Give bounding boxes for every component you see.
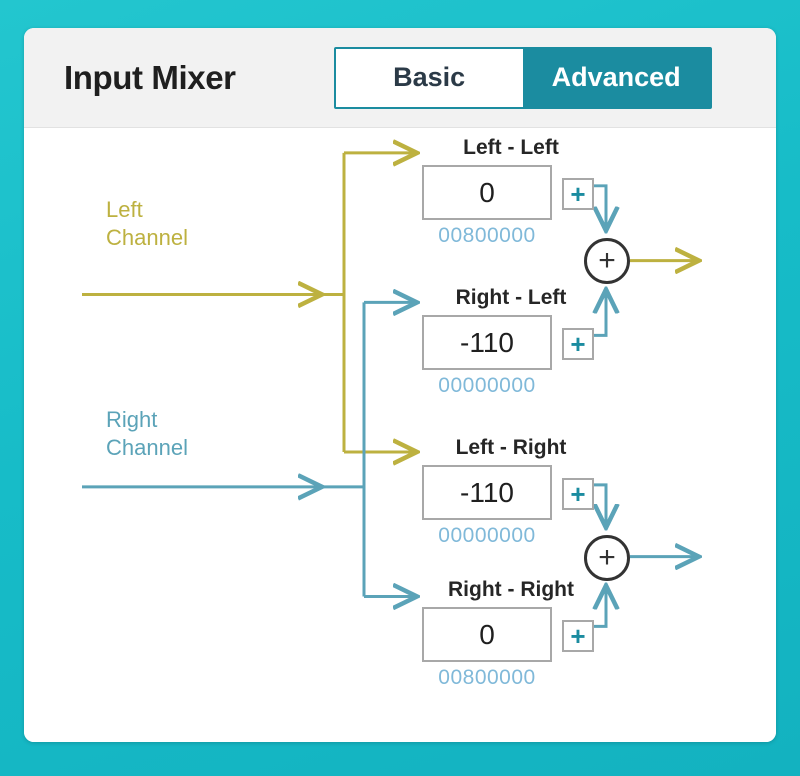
gain-input-right-right[interactable]: 0 — [422, 607, 552, 662]
hex-value-right-left: 00000000 — [438, 374, 536, 397]
label-left-channel: Left Channel — [106, 197, 188, 251]
input-mixer-card: Input Mixer Basic Advanced — [24, 28, 776, 742]
gain-input-right-left[interactable]: -110 — [422, 315, 552, 370]
hex-value-left-left: 00800000 — [438, 224, 536, 247]
gain-input-left-right[interactable]: -110 — [422, 465, 552, 520]
sum-node-left-output: + — [584, 238, 630, 284]
plus-icon-left-right[interactable]: + — [562, 478, 594, 510]
label-right-channel: Right Channel — [106, 407, 188, 461]
block-title-right-right: Right - Right — [448, 578, 574, 601]
block-title-left-left: Left - Left — [463, 136, 559, 159]
block-title-right-left: Right - Left — [455, 286, 567, 309]
tab-basic[interactable]: Basic — [335, 48, 523, 107]
tab-advanced[interactable]: Advanced — [522, 48, 710, 107]
sum-node-right-output: + — [584, 535, 630, 581]
signal-wire-layer — [82, 128, 776, 628]
page-title: Input Mixer — [64, 58, 236, 96]
block-title-left-right: Left - Right — [455, 436, 567, 459]
mode-toggle-group[interactable]: Basic Advanced — [333, 46, 712, 109]
plus-icon-right-right[interactable]: + — [562, 620, 594, 652]
plus-icon-right-left[interactable]: + — [562, 328, 594, 360]
mixer-diagram: Left Channel Right Channel Left - Left 0… — [24, 128, 776, 742]
hex-value-left-right: 00000000 — [438, 524, 536, 547]
card-header: Input Mixer Basic Advanced — [24, 28, 776, 128]
gain-input-left-left[interactable]: 0 — [422, 165, 552, 220]
hex-value-right-right: 00800000 — [438, 666, 536, 689]
plus-icon-left-left[interactable]: + — [562, 178, 594, 210]
